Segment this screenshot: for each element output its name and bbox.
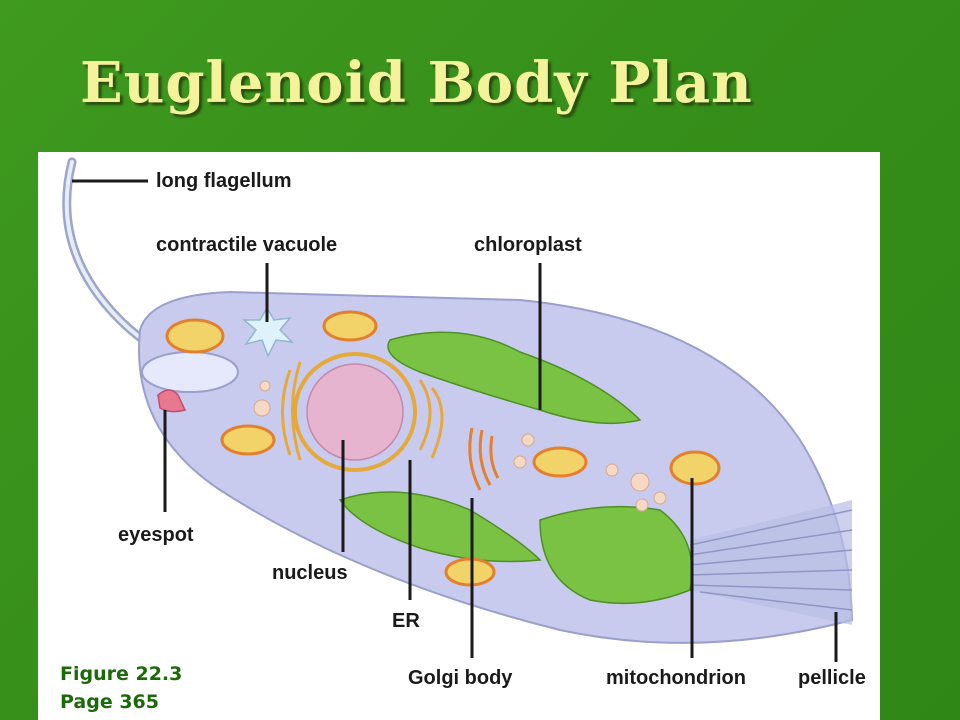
caption-page-number: Page 365 [60,691,159,713]
label-long-flagellum: long flagellum [156,170,292,192]
reservoir [141,351,239,393]
contractile-vacuole-shape [241,306,295,358]
mitochondria [165,310,721,587]
label-er: ER [392,610,420,632]
slide-title: Euglenoid Body Plan [80,50,753,116]
er-shape [281,361,444,461]
leader-lines [72,179,838,662]
label-eyespot: eyespot [118,524,194,546]
label-nucleus: nucleus [272,562,348,584]
nucleus-shape [293,352,417,472]
label-pellicle: pellicle [798,667,866,689]
granules [253,380,667,512]
chloroplasts [338,331,693,605]
caption-figure-number: Figure 22.3 [60,663,183,685]
label-golgi-body: Golgi body [408,667,513,689]
label-contractile-vacuole: contractile vacuole [156,234,338,256]
golgi-shape [468,427,500,491]
pellicle-striations [690,500,852,625]
label-mitochondrion: mitochondrion [606,667,746,689]
figure-caption: Figure 22.3 Page 365 [60,660,182,716]
label-chloroplast: chloroplast [474,234,582,256]
